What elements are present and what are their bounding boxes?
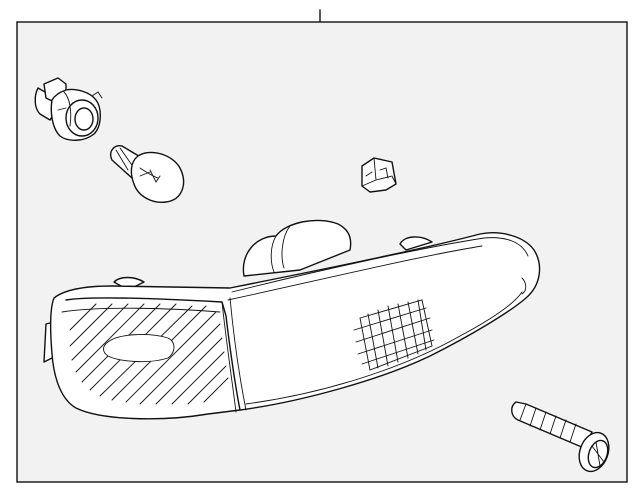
bulb-socket-icon	[34, 77, 103, 141]
turn-signal-lamp-icon	[43, 219, 541, 420]
right-lens-grid	[353, 299, 435, 371]
light-bulb-icon	[110, 145, 185, 203]
screw-icon	[511, 401, 610, 473]
retaining-clip-icon	[361, 157, 397, 193]
